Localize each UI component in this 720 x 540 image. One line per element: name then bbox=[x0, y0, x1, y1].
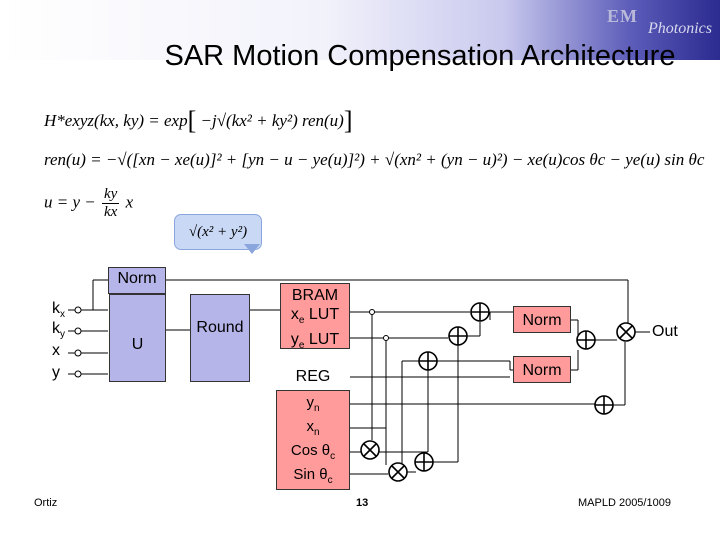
equation-3-tail: x bbox=[125, 192, 134, 212]
logo-em: EM bbox=[607, 6, 638, 26]
input-junction-y bbox=[74, 370, 82, 378]
norm-block-top: Norm bbox=[108, 267, 166, 294]
logo-photonics: Photonics bbox=[648, 20, 712, 37]
equation-u: u = y − ky kx x bbox=[44, 186, 133, 221]
bus-junction bbox=[383, 335, 389, 341]
footer-author: Ortiz bbox=[34, 497, 58, 509]
round-block: Round bbox=[190, 294, 250, 382]
reg-label: REG bbox=[295, 368, 331, 385]
page-title: SAR Motion Compensation Architecture bbox=[164, 40, 676, 72]
callout-tail bbox=[244, 244, 260, 254]
fraction: ky kx bbox=[102, 186, 120, 221]
header-banner: EM Photonics bbox=[0, 0, 720, 60]
footer-page-number: 13 bbox=[356, 497, 369, 509]
input-label-x: x bbox=[52, 342, 60, 359]
adder-symbol bbox=[448, 326, 468, 346]
adder-symbol bbox=[418, 351, 438, 371]
input-label-ky: ky bbox=[52, 320, 65, 341]
adder-symbol bbox=[414, 452, 434, 472]
input-junction-x bbox=[74, 349, 82, 357]
fraction-denominator: kx bbox=[104, 204, 118, 220]
equation-range: ren(u) = −√([xn − xe(u)]² + [yn − u − ye… bbox=[44, 150, 705, 169]
multiplier-symbol bbox=[360, 440, 380, 460]
bram-xe-lut: xe LUT bbox=[290, 306, 340, 327]
output-label: Out bbox=[652, 323, 678, 340]
input-junction-ky bbox=[74, 327, 82, 335]
footer-conference: MAPLD 2005/1009 bbox=[578, 497, 671, 509]
norm-block-b: Norm bbox=[513, 356, 571, 383]
register-cos: Cos θc bbox=[290, 442, 336, 462]
bram-title: BRAM bbox=[291, 287, 339, 304]
fraction-numerator: ky bbox=[102, 186, 120, 204]
input-label-kx: kx bbox=[52, 300, 65, 321]
norm-block-a: Norm bbox=[513, 306, 571, 333]
input-junction-kx bbox=[74, 306, 82, 314]
equation-3-lhs: u = y − bbox=[44, 192, 96, 212]
bram-lut-block: BRAM xe LUT ye LUT bbox=[280, 283, 350, 351]
adder-symbol bbox=[576, 330, 596, 350]
multiplier-symbol bbox=[616, 322, 636, 342]
equation-1-rhs: −j√(kx² + ky²) ren(u) bbox=[200, 111, 344, 130]
bram-ye-lut: ye LUT bbox=[290, 331, 340, 352]
multiplier-symbol bbox=[388, 462, 408, 482]
register-sin: Sin θc bbox=[293, 466, 333, 486]
equation-1-lhs: H*exyz(kx, ky) = exp bbox=[44, 111, 188, 130]
u-block: U bbox=[109, 294, 166, 382]
register-yn: yn bbox=[306, 394, 320, 414]
equation-transfer-function: H*exyz(kx, ky) = exp[ −j√(kx² + ky²) ren… bbox=[44, 106, 353, 135]
register-xn: xn bbox=[306, 418, 320, 438]
adder-symbol bbox=[594, 395, 614, 415]
input-label-y: y bbox=[52, 364, 60, 381]
bus-junction bbox=[369, 309, 375, 315]
adder-symbol bbox=[470, 302, 490, 322]
register-block: yn xn Cos θc Sin θc bbox=[276, 390, 350, 490]
